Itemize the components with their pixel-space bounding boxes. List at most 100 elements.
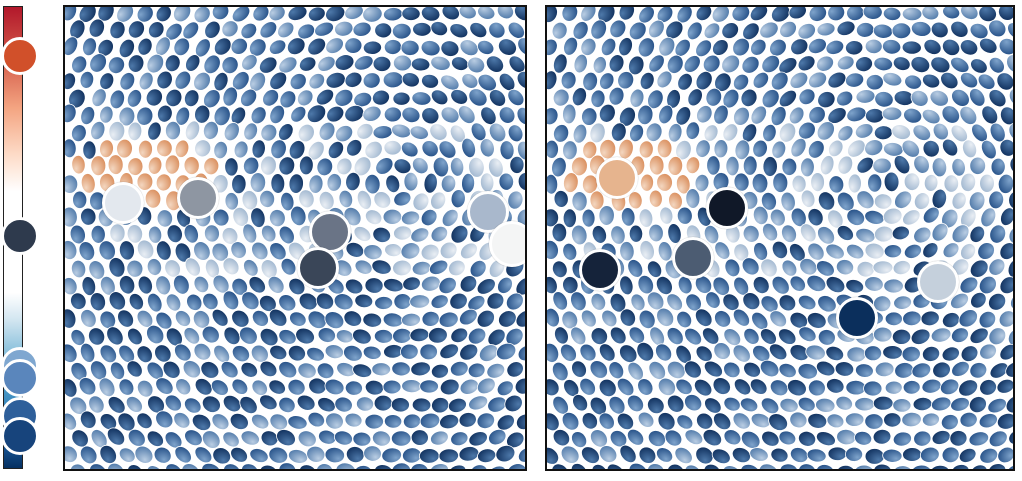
particle [667,156,684,176]
particle [118,378,135,396]
particle [278,329,297,345]
particle [714,241,731,260]
particle [65,277,78,296]
particle [71,259,87,279]
particle [648,54,665,73]
particle [997,173,1013,194]
particle [315,292,335,310]
particle [184,429,203,447]
particle [988,463,1007,469]
particle [138,71,154,91]
particle [990,157,1006,176]
particle [127,54,145,73]
particle [306,346,325,362]
particle [883,412,902,428]
particle [156,70,173,90]
particle [770,71,789,91]
particle [551,361,569,382]
particle [768,413,788,431]
particle [921,7,940,21]
particle [239,326,258,345]
particle [844,412,865,427]
particle [570,326,587,346]
particle [1008,87,1013,107]
particle [932,122,949,141]
particle [734,139,751,160]
particle [324,344,344,360]
particle [509,155,525,174]
particle [507,190,524,210]
particle [810,172,825,192]
marker-3 [672,237,714,279]
particle [996,412,1013,430]
particle [970,464,988,469]
particle [619,275,634,296]
particle [571,191,588,212]
particle [343,310,363,327]
particle [352,328,372,345]
particle [808,379,826,397]
particle [391,123,412,139]
particle [998,7,1013,21]
particle [392,91,411,106]
particle [769,208,786,227]
particle [835,464,856,469]
particle [816,22,836,37]
particle [241,54,258,71]
particle [856,261,875,278]
particle [695,446,714,465]
particle [864,242,885,260]
particle [498,172,514,191]
particle [364,140,383,159]
particle [806,448,827,463]
particle [290,205,307,227]
particle [846,106,867,123]
particle [638,208,654,228]
particle [647,396,665,415]
particle [134,445,154,464]
particle [146,324,165,345]
particle [874,361,895,378]
particle [298,464,317,469]
particle [695,345,713,362]
particle [241,291,260,311]
particle [705,87,723,107]
particle [771,140,787,159]
particle [740,430,761,449]
particle [648,189,663,208]
particle [392,259,412,277]
particle [740,463,761,469]
particle [750,38,767,56]
particle [430,430,449,446]
particle [186,293,203,311]
particle [598,445,618,463]
particle [107,154,124,175]
particle [979,379,997,396]
particle [439,343,459,360]
particle [193,71,211,91]
particle [723,429,742,446]
particle [400,343,419,360]
particle [267,275,285,294]
particle [419,379,439,394]
particle [882,345,903,360]
particle [659,206,674,225]
particle [429,463,449,469]
particle [476,278,496,295]
particle [742,224,760,243]
particle [581,412,598,430]
particle [666,327,684,346]
particle [930,327,952,343]
particle [401,7,421,21]
particle [913,192,931,210]
particle [855,363,874,378]
particle [817,295,837,313]
particle [109,223,126,243]
particle [902,447,922,462]
particle [222,257,240,276]
particle [240,22,258,39]
particle [259,189,276,208]
particle [571,431,588,448]
particle [153,446,172,464]
particle [598,103,616,123]
